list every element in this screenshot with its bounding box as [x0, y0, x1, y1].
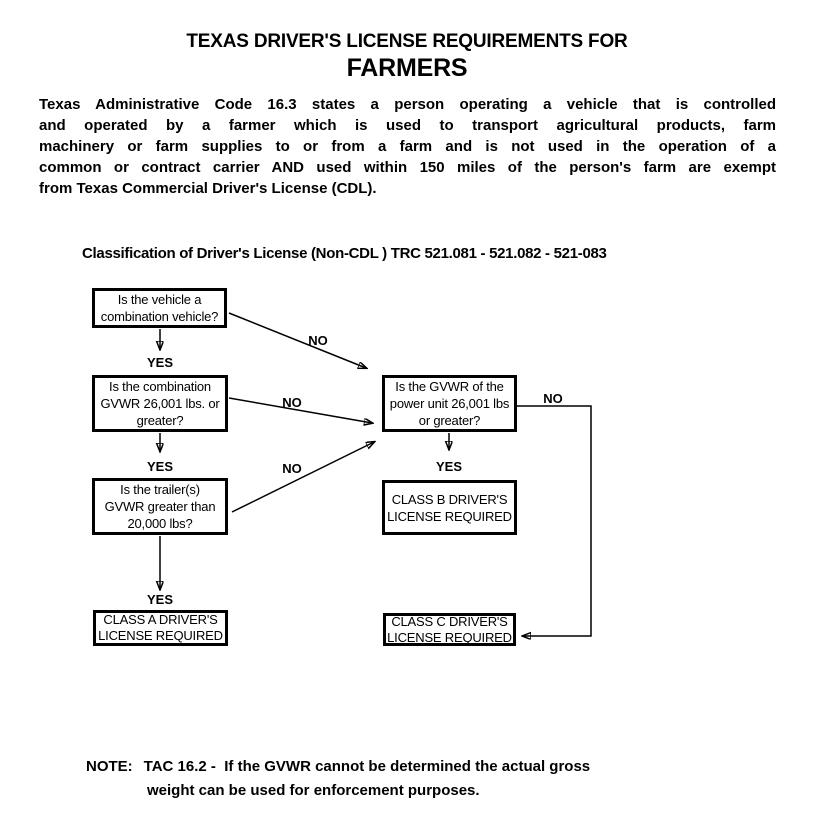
classification-heading: Classification of Driver's License (Non-… — [82, 245, 607, 262]
page-header: TEXAS DRIVER'S LICENSE REQUIREMENTS FOR … — [0, 31, 814, 83]
arrow-power-unit-no-route — [517, 405, 592, 636]
arrow-trailer-no — [231, 442, 374, 513]
label-no-combination: NO — [308, 333, 328, 348]
flowchart-box-combination-question: Is the vehicle a combination vehicle? — [92, 288, 227, 328]
page-title: TEXAS DRIVER'S LICENSE REQUIREMENTS FOR — [186, 31, 628, 52]
label-no-combination-gvwr: NO — [282, 395, 302, 410]
intro-line: machinery or farm supplies to or from a … — [39, 138, 776, 155]
box-line: combination vehicle? — [100, 309, 219, 324]
label-no-power-unit: NO — [543, 391, 563, 406]
box-line: CLASS A DRIVER'S — [103, 612, 218, 627]
box-line: Is the trailer(s) — [120, 482, 200, 497]
page-subtitle: FARMERS — [346, 54, 468, 82]
label-yes-power-unit: YES — [435, 459, 463, 474]
box-line: Is the vehicle a — [117, 292, 202, 307]
box-line: LICENSE REQUIRED — [98, 628, 223, 643]
flowchart-box-class-a-result: CLASS A DRIVER'S LICENSE REQUIRED — [93, 610, 228, 646]
intro-line: Texas Administrative Code 16.3 states a … — [39, 96, 776, 113]
box-line: CLASS C DRIVER'S — [391, 613, 508, 629]
box-line: LICENSE REQUIRED — [387, 629, 512, 645]
label-no-trailer: NO — [282, 461, 302, 476]
box-line: Is the combination — [109, 379, 211, 394]
label-yes-combination: YES — [146, 355, 174, 370]
intro-line: and operated by a farmer which is used t… — [39, 117, 776, 134]
box-line: greater? — [136, 413, 184, 428]
intro-line: from Texas Commercial Driver's License (… — [39, 180, 377, 197]
flowchart-box-combination-gvwr-question: Is the combination GVWR 26,001 lbs. or g… — [92, 375, 228, 432]
box-line: GVWR 26,001 lbs. or — [100, 396, 220, 411]
flowchart-box-power-unit-gvwr-question: Is the GVWR of the power unit 26,001 lbs… — [382, 375, 517, 432]
box-line: 20,000 lbs? — [127, 516, 193, 531]
arrow-combination-no — [228, 312, 366, 368]
note-row: NOTE: TAC 16.2 - If the GVWR cannot be de… — [86, 755, 590, 779]
box-line: Is the GVWR of the — [395, 379, 504, 394]
label-yes-combination-gvwr: YES — [146, 459, 174, 474]
box-line: power unit 26,001 lbs — [389, 396, 510, 411]
intro-paragraph: Texas Administrative Code 16.3 states a … — [39, 94, 776, 199]
box-line: GVWR greater than — [104, 499, 216, 514]
flowchart-box-class-b-result: CLASS B DRIVER'S LICENSE REQUIRED — [382, 480, 517, 535]
intro-line: common or contract carrier AND used with… — [39, 159, 776, 176]
label-yes-trailer: YES — [146, 592, 174, 607]
note: NOTE: TAC 16.2 - If the GVWR cannot be de… — [86, 755, 590, 803]
note-line1: TAC 16.2 - If the GVWR cannot be determi… — [143, 758, 591, 775]
box-line: LICENSE REQUIRED — [387, 508, 512, 524]
note-line2: weight can be used for enforcement purpo… — [147, 782, 480, 799]
flowchart-box-class-c-result: CLASS C DRIVER'S LICENSE REQUIRED — [383, 613, 516, 646]
note-label: NOTE: — [86, 758, 133, 775]
box-line: CLASS B DRIVER'S — [391, 491, 508, 507]
flowchart-box-trailer-gvwr-question: Is the trailer(s) GVWR greater than 20,0… — [92, 478, 228, 535]
box-line: or greater? — [418, 413, 481, 428]
